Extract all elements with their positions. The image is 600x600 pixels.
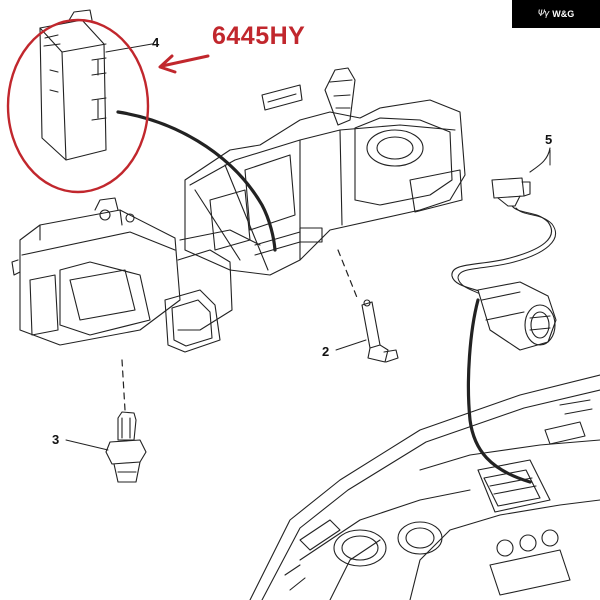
part-reference-code: 6445HY [212, 22, 306, 50]
dashboard-drawing [249, 374, 600, 600]
guide-lines [121, 249, 359, 411]
temperature-sensor-drawing [361, 299, 399, 363]
brand-name: W&G [552, 9, 575, 19]
label-part-2: 2 [322, 344, 330, 359]
brand-logo: Ψγ W&G [512, 0, 600, 28]
leader-lines [65, 43, 551, 451]
heater-housing-drawing [11, 67, 466, 353]
wiring-harness-drawing [451, 147, 557, 351]
brand-mark-icon: Ψγ [537, 9, 549, 19]
label-part-4: 4 [152, 35, 160, 50]
air-sensor-connector-drawing [105, 411, 147, 483]
highlight-arrow [158, 54, 210, 74]
highlight-ring [6, 18, 150, 194]
label-part-5: 5 [545, 132, 553, 147]
control-module-drawing [39, 9, 107, 161]
label-part-3: 3 [52, 432, 60, 447]
routing-lines [116, 110, 532, 484]
